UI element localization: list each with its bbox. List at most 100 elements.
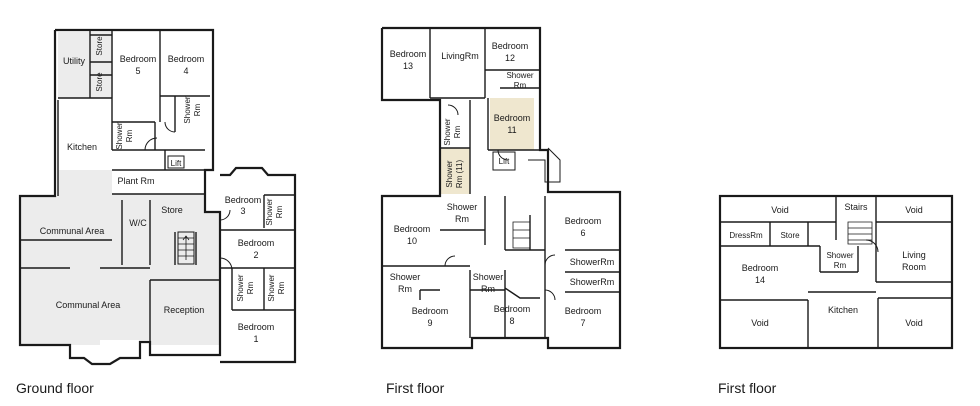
door-swing bbox=[544, 289, 556, 301]
first-outer-wall bbox=[380, 26, 622, 350]
label-bedroom13-b: 13 bbox=[403, 61, 413, 71]
first-stairs-lower bbox=[512, 221, 531, 249]
label-bedroom12-b: 12 bbox=[505, 53, 515, 63]
label-shower-g-a: Shower bbox=[390, 272, 421, 282]
label-bedroom3-b: 3 bbox=[240, 206, 245, 216]
label-shower11-1: Shower bbox=[445, 160, 454, 187]
door-swing bbox=[219, 209, 231, 221]
ground-right-walls bbox=[220, 194, 295, 311]
label-store-b: Store bbox=[95, 72, 104, 92]
label-shower-h-a: Shower bbox=[473, 272, 504, 282]
label-bedroom8-a: Bedroom bbox=[494, 304, 531, 314]
label-showerrm-a: ShowerRm bbox=[570, 257, 615, 267]
label-store-a: Store bbox=[95, 36, 104, 56]
label-bedroom2-b: 2 bbox=[253, 250, 258, 260]
label-lift: Lift bbox=[171, 159, 182, 168]
label-bedroom9-b: 9 bbox=[427, 318, 432, 328]
label-bedroom1-b: 1 bbox=[253, 334, 258, 344]
label-shower-f-b: Rm bbox=[455, 214, 469, 224]
label-bedroom11-a: Bedroom bbox=[494, 113, 531, 123]
label-store-first-b: Store bbox=[780, 231, 800, 240]
label-communal-b: Communal Area bbox=[56, 300, 121, 310]
label-shower12-a: Shower bbox=[506, 71, 533, 80]
label-shower-c-2: Rm bbox=[275, 205, 284, 218]
label-shower-v-1: Shower bbox=[443, 118, 452, 145]
label-stairs: Stairs bbox=[844, 202, 868, 212]
label-shower11-2: Rm (11) bbox=[455, 160, 464, 189]
caption-first-floor-b: First floor bbox=[718, 380, 777, 396]
label-kitchen-first-b: Kitchen bbox=[828, 305, 858, 315]
label-bedroom11-b: 11 bbox=[507, 125, 516, 135]
label-shower-v-2: Rm bbox=[453, 125, 462, 138]
ground-outer-wall bbox=[18, 28, 222, 366]
label-bedroom1-a: Bedroom bbox=[238, 322, 275, 332]
label-living-room-b: Room bbox=[902, 262, 926, 272]
first-lift-box bbox=[492, 151, 516, 171]
label-bedroom7-b: 7 bbox=[580, 318, 585, 328]
label-shower-c-1: Shower bbox=[265, 198, 274, 225]
door-swing bbox=[164, 121, 176, 133]
label-bedroom13-a: Bedroom bbox=[390, 49, 427, 59]
label-shower12-b: Rm bbox=[514, 81, 527, 90]
ground-right-wing bbox=[220, 166, 297, 364]
ground-stairs bbox=[177, 231, 195, 265]
ground-floor-plan bbox=[18, 28, 297, 366]
ground-lift-box bbox=[167, 155, 185, 169]
label-shower-f-a: Shower bbox=[447, 202, 478, 212]
label-plant: Plant Rm bbox=[117, 176, 154, 186]
first-b-stairs bbox=[847, 221, 873, 245]
label-reception: Reception bbox=[164, 305, 205, 315]
label-living-room-a: Living bbox=[902, 250, 926, 260]
label-shower-e-2: Rm bbox=[277, 281, 286, 294]
label-bedroom2-a: Bedroom bbox=[238, 238, 275, 248]
label-shower-b-1: Shower bbox=[183, 96, 192, 123]
highlight-shower11 bbox=[440, 148, 470, 194]
label-shower-first-b-b: Rm bbox=[834, 261, 847, 270]
label-bedroom8-b: 8 bbox=[509, 316, 514, 326]
communal-shading bbox=[20, 32, 220, 345]
label-dressrm: DressRm bbox=[729, 231, 763, 240]
first-interior-walls bbox=[382, 28, 620, 338]
label-shower-g-b: Rm bbox=[398, 284, 412, 294]
label-bedroom12-a: Bedroom bbox=[492, 41, 529, 51]
label-void-c: Void bbox=[751, 318, 769, 328]
label-bedroom9-a: Bedroom bbox=[412, 306, 449, 316]
label-shower-e-1: Shower bbox=[267, 274, 276, 301]
label-wc: W/C bbox=[129, 218, 147, 228]
label-bedroom3-a: Bedroom bbox=[225, 195, 262, 205]
label-livingrm: LivingRm bbox=[441, 51, 479, 61]
door-swing bbox=[497, 149, 509, 161]
label-bedroom10-b: 10 bbox=[407, 236, 417, 246]
label-shower-a-2: Rm bbox=[125, 129, 134, 142]
label-shower-first-b-a: Shower bbox=[826, 251, 853, 260]
label-void-a: Void bbox=[771, 205, 789, 215]
label-shower-b-2: Rm bbox=[193, 103, 202, 116]
first-floor-plan bbox=[380, 26, 622, 350]
door-swing bbox=[444, 255, 456, 267]
label-bedroom14-a: Bedroom bbox=[742, 263, 779, 273]
stairs-arrow bbox=[178, 235, 194, 260]
label-void-d: Void bbox=[905, 318, 923, 328]
first-floor-b-plan bbox=[718, 194, 954, 350]
door-swing bbox=[865, 239, 879, 253]
label-bedroom14-b: 14 bbox=[755, 275, 765, 285]
label-shower-h-b: Rm bbox=[481, 284, 495, 294]
door-swing bbox=[219, 257, 233, 271]
ground-interior-walls bbox=[20, 30, 220, 345]
highlight-bedroom11 bbox=[490, 98, 534, 150]
label-utility: Utility bbox=[63, 56, 85, 66]
caption-ground-floor: Ground floor bbox=[16, 380, 94, 396]
label-bedroom4-a: Bedroom bbox=[168, 54, 205, 64]
label-shower-d-1: Shower bbox=[236, 274, 245, 301]
door-swing bbox=[144, 137, 158, 151]
label-showerrm-b: ShowerRm bbox=[570, 277, 615, 287]
label-communal-a: Communal Area bbox=[40, 226, 105, 236]
label-bedroom5-a: Bedroom bbox=[120, 54, 157, 64]
caption-first-floor: First floor bbox=[386, 380, 445, 396]
label-shower-d-2: Rm bbox=[246, 281, 255, 294]
first-b-interior-walls bbox=[720, 196, 952, 348]
door-swing bbox=[447, 104, 459, 116]
label-bedroom4-b: 4 bbox=[183, 66, 188, 76]
label-bedroom6-a: Bedroom bbox=[565, 216, 602, 226]
